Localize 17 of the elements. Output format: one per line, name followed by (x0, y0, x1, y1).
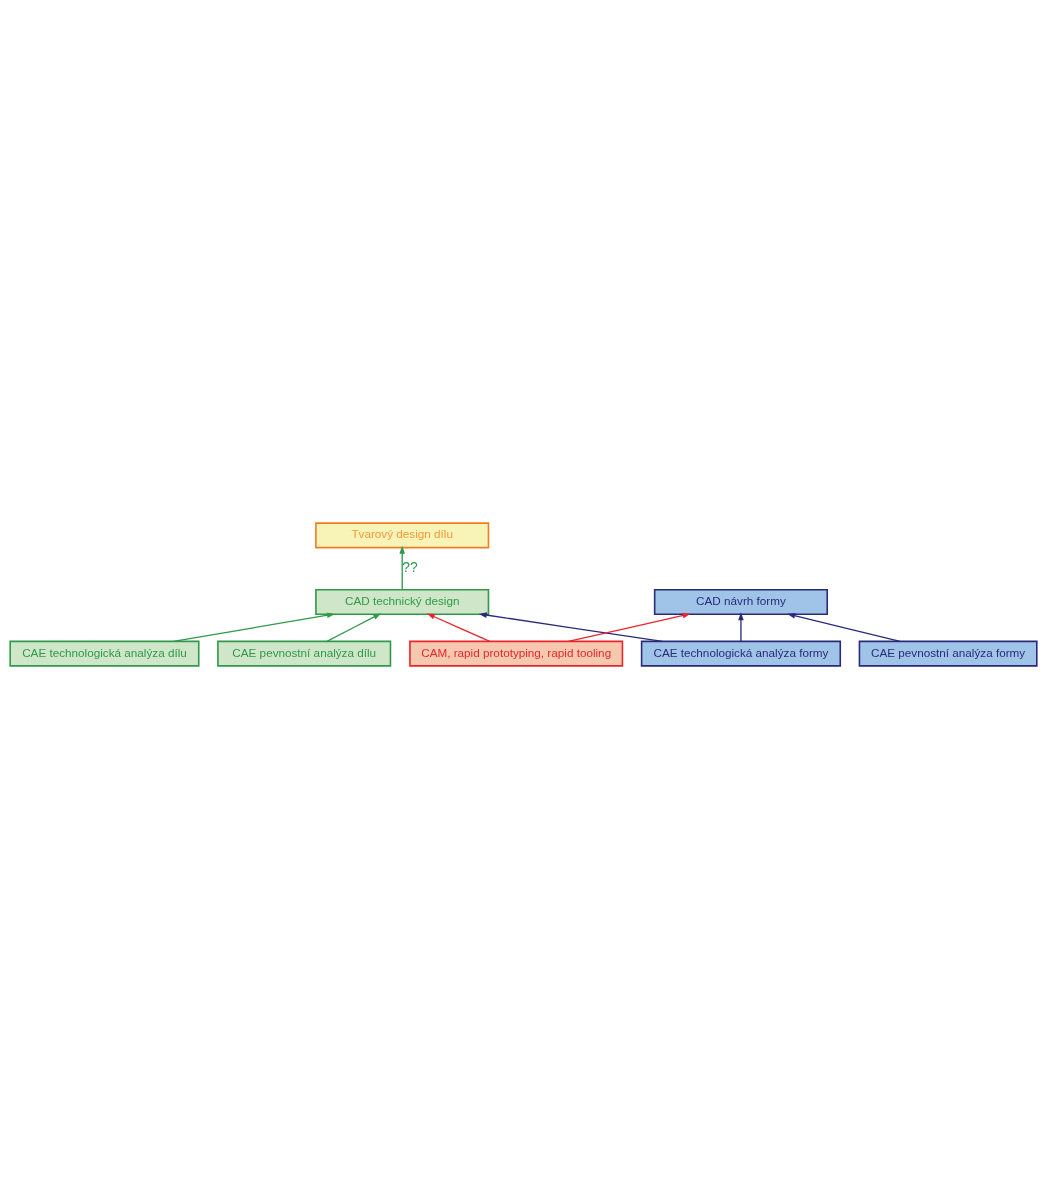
node-box: CAD návrh formy (653, 588, 828, 615)
arrow (478, 612, 664, 642)
node-box: CAE pevnostní analýza dílu (217, 640, 392, 667)
arrow (399, 545, 405, 591)
arrow (567, 612, 691, 642)
arrow (787, 612, 901, 642)
node-box: CAE technologická analýza dílu (9, 640, 200, 667)
node-box: CAE technologická analýza formy (640, 640, 842, 667)
arrow (326, 613, 382, 642)
node-box: Tvarový design dílu (315, 522, 490, 549)
arrow (738, 612, 744, 642)
node-box: CAM, rapid prototyping, rapid tooling (409, 640, 624, 667)
arrow (426, 613, 491, 642)
node-box: CAE pevnostní analýza formy (858, 640, 1038, 667)
edge-label: ?? (402, 559, 418, 576)
arrow (172, 612, 335, 642)
node-box: CAD technický design (315, 588, 490, 615)
